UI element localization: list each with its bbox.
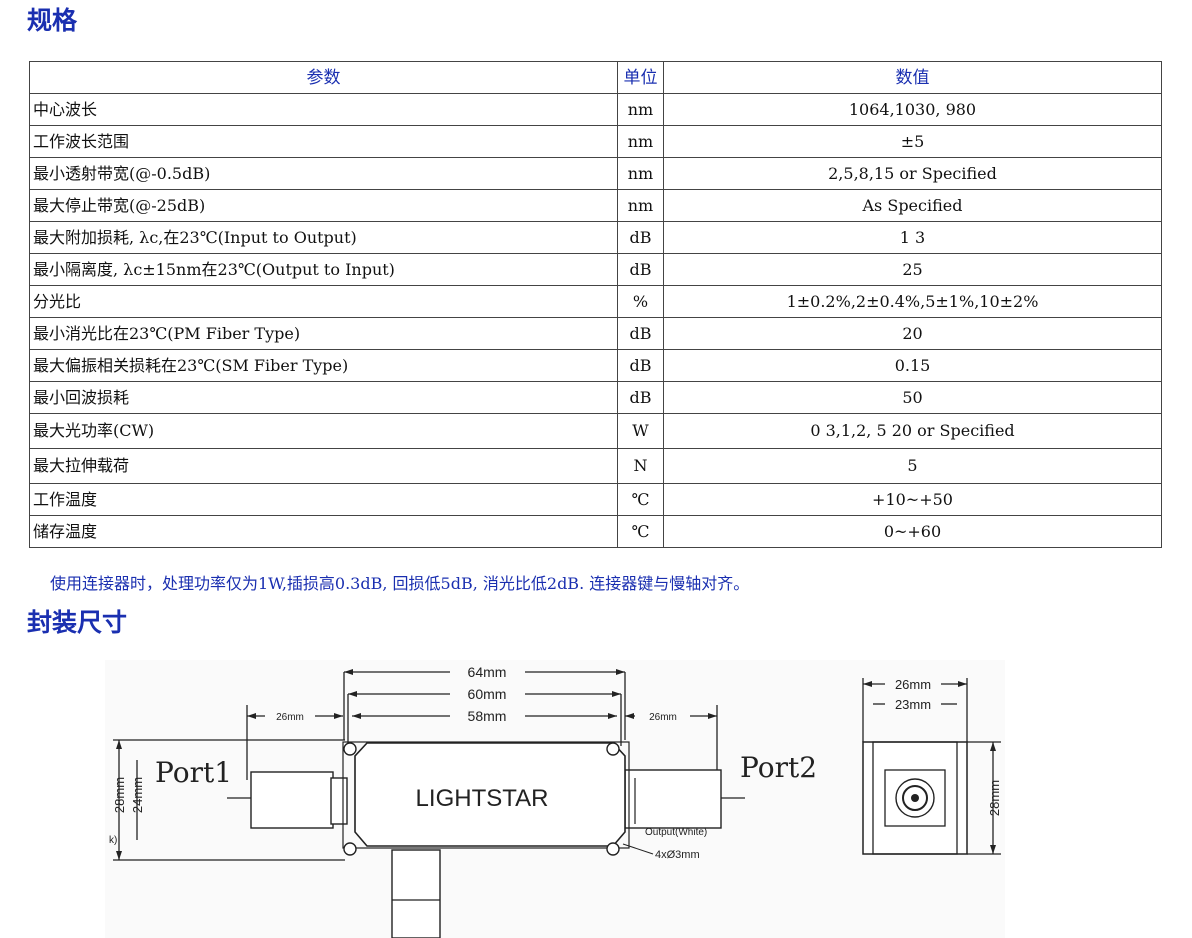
value-cell: 5: [663, 448, 1162, 484]
param-cell: 储存温度: [29, 515, 618, 548]
dim-24-left-label: 24mm: [130, 777, 145, 813]
unit-cell: ℃: [617, 483, 664, 516]
unit-cell: dB: [617, 253, 664, 286]
param-cell: 最大拉伸载荷: [29, 448, 618, 484]
unit-cell: nm: [617, 93, 664, 126]
table-row: 工作温度℃+10~+50: [29, 483, 1162, 516]
dim-26-left-label: 26mm: [276, 712, 304, 723]
unit-cell: W: [617, 413, 664, 449]
dim-26-right-label: 26mm: [649, 712, 677, 723]
param-cell: 工作温度: [29, 483, 618, 516]
table-header-row: 参数 单位 数值: [29, 61, 1162, 94]
arrowheads: [116, 669, 717, 860]
table-row: 分光比%1±0.2%,2±0.4%,5±1%,10±2%: [29, 285, 1162, 318]
value-cell: 0 3,1,2, 5 20 or Specified: [663, 413, 1162, 449]
value-cell: 20: [663, 317, 1162, 350]
param-cell: 最大停止带宽(@-25dB): [29, 189, 618, 222]
spec-section-title: 规格: [27, 6, 78, 35]
value-cell: 2,5,8,15 or Specified: [663, 157, 1162, 190]
unit-cell: nm: [617, 125, 664, 158]
param-cell: 中心波长: [29, 93, 618, 126]
unit-cell: ℃: [617, 515, 664, 548]
param-cell: 最小隔离度, λc±15nm在23℃(Output to Input): [29, 253, 618, 286]
partial-label: k): [109, 835, 117, 846]
header-param: 参数: [29, 61, 618, 94]
param-cell: 工作波长范围: [29, 125, 618, 158]
value-cell: 0.15: [663, 349, 1162, 382]
unit-cell: dB: [617, 381, 664, 414]
unit-cell: dB: [617, 317, 664, 350]
header-value: 数值: [663, 61, 1162, 94]
unit-cell: dB: [617, 349, 664, 382]
value-cell: 1064,1030, 980: [663, 93, 1162, 126]
unit-cell: %: [617, 285, 664, 318]
port1-label: Port1: [155, 756, 232, 789]
param-cell: 最大附加损耗, λc,在23℃(Input to Output): [29, 221, 618, 254]
unit-cell: nm: [617, 189, 664, 222]
param-cell: 最大光功率(CW): [29, 413, 618, 449]
dimension-lines: [113, 671, 718, 861]
param-cell: 最小透射带宽(@-0.5dB): [29, 157, 618, 190]
param-cell: 最小回波损耗: [29, 381, 618, 414]
param-cell: 最小消光比在23℃(PM Fiber Type): [29, 317, 618, 350]
value-cell: 0~+60: [663, 515, 1162, 548]
value-cell: 1±0.2%,2±0.4%,5±1%,10±2%: [663, 285, 1162, 318]
left-fiber-boot: [250, 771, 334, 829]
value-cell: As Specified: [663, 189, 1162, 222]
side-26-label: 26mm: [895, 677, 931, 692]
dim-28-left-label: 28mm: [112, 777, 127, 813]
output-pigtail: [391, 849, 441, 938]
package-section-title: 封装尺寸: [27, 608, 128, 637]
unit-cell: nm: [617, 157, 664, 190]
brand-label: LIGHTSTAR: [416, 785, 549, 812]
side-23-label: 23mm: [895, 697, 931, 712]
port2-label: Port2: [740, 751, 817, 784]
dim-58-label: 58mm: [468, 708, 507, 724]
value-cell: 50: [663, 381, 1162, 414]
side-28-label: 28mm: [987, 780, 1002, 816]
value-cell: 25: [663, 253, 1162, 286]
side-view-body: [862, 741, 968, 855]
value-cell: 1 3: [663, 221, 1162, 254]
output-label: Output(White): [645, 827, 707, 838]
holes-label: 4xØ3mm: [655, 849, 700, 861]
unit-cell: dB: [617, 221, 664, 254]
header-unit: 单位: [617, 61, 664, 94]
mounting-holes: [343, 742, 620, 856]
value-cell: +10~+50: [663, 483, 1162, 516]
right-fiber-boot: [624, 769, 722, 829]
package-dimension-drawing: 64mm 60mm 58mm 26mm 26mm 28mm 24mm LIGHT…: [105, 660, 1005, 938]
connector-note: 使用连接器时，处理功率仅为1W,插损高0.3dB, 回损低5dB, 消光比低2d…: [50, 574, 750, 593]
param-cell: 分光比: [29, 285, 618, 318]
dim-60-label: 60mm: [468, 686, 507, 702]
side-arrowheads: [863, 681, 996, 854]
param-cell: 最大偏振相关损耗在23℃(SM Fiber Type): [29, 349, 618, 382]
unit-cell: N: [617, 448, 664, 484]
value-cell: ±5: [663, 125, 1162, 158]
dim-64-label: 64mm: [468, 664, 507, 680]
